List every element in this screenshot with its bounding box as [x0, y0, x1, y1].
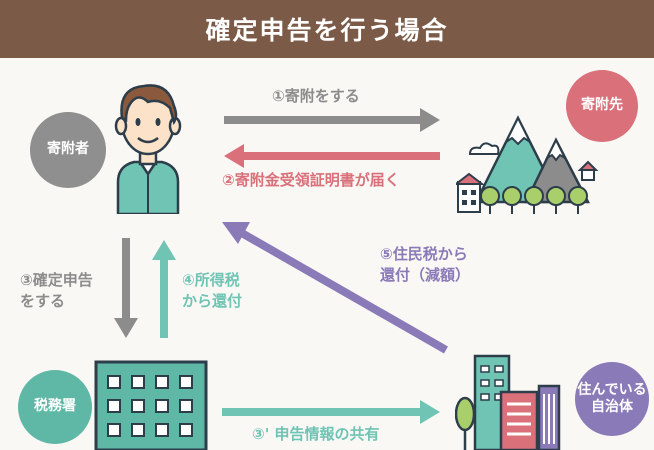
- step5-label: ⑤住民税から 還付（減額）: [380, 244, 470, 286]
- header-bar: 確定申告を行う場合: [0, 0, 654, 58]
- step1-label: ①寄附をする: [272, 87, 360, 105]
- step4-label-line2: から還付: [182, 292, 243, 310]
- office-building-icon: [94, 360, 208, 450]
- step3-label-line1: ③確定申告: [20, 271, 93, 289]
- municipality-label-line2: 自治体: [591, 399, 633, 415]
- arrow-donation: [224, 108, 440, 132]
- municipality-label-line1: 住んでいる: [577, 381, 647, 398]
- arrow-resident-tax-refund: [222, 222, 448, 354]
- step4-label-line1: ④所得税: [182, 271, 240, 289]
- step2-label: ②寄附金受領証明書が届く: [222, 171, 400, 189]
- recipient-circle: 寄附先: [566, 70, 638, 142]
- step3-label: ③確定申告 をする: [20, 270, 93, 312]
- step5-label-line1: ⑤住民税から: [380, 245, 468, 263]
- donor-label: 寄附者: [47, 141, 89, 158]
- tax-office-circle: 税務署: [18, 370, 92, 444]
- municipality-circle: 住んでいる 自治体: [575, 362, 649, 436]
- step4-label: ④所得税 から還付: [182, 270, 242, 312]
- step3-label-line2: をする: [20, 292, 66, 310]
- recipient-label: 寄附先: [581, 97, 623, 114]
- page-title: 確定申告を行う場合: [205, 16, 449, 45]
- arrow-info-sharing: [222, 400, 440, 424]
- person-icon: [108, 78, 188, 214]
- mountain-village-icon: [456, 110, 606, 220]
- arrow-tax-return: [114, 238, 138, 338]
- step5-label-line2: 還付（減額）: [380, 266, 471, 284]
- arrow-income-tax-refund: [152, 240, 176, 338]
- arrow-receipt: [224, 144, 440, 168]
- tax-office-label: 税務署: [34, 398, 76, 415]
- step3b-label: ③' 申告情報の共有: [252, 425, 380, 443]
- donor-circle: 寄附者: [30, 112, 106, 188]
- city-buildings-icon: [455, 350, 567, 450]
